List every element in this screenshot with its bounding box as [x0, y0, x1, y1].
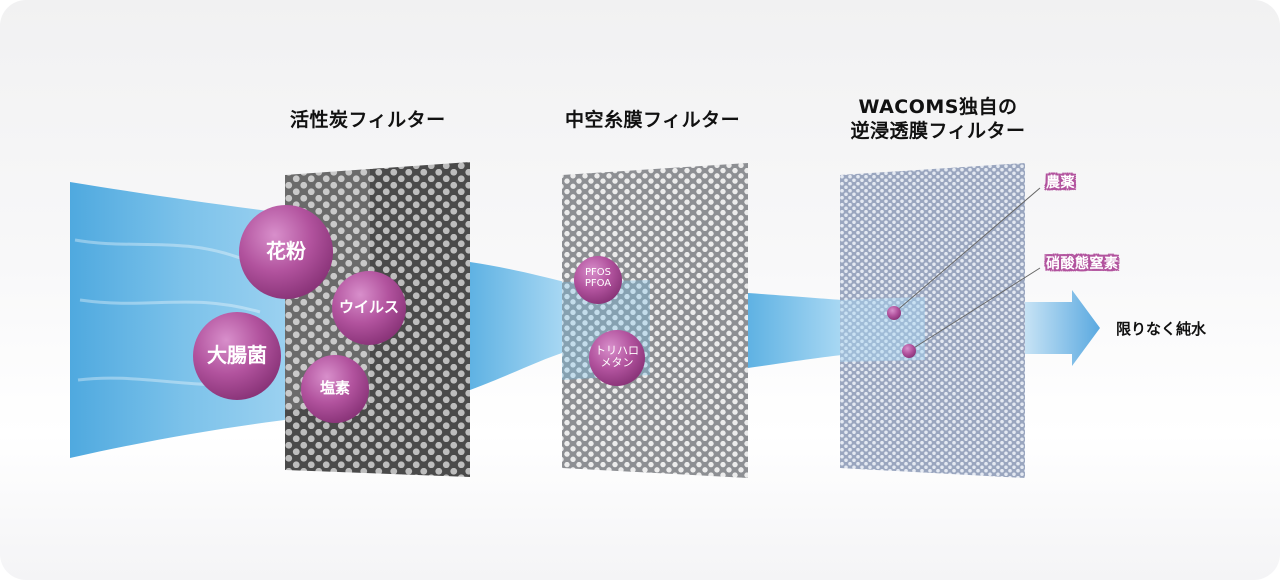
pollen-label: 花粉	[266, 239, 306, 263]
ro-filter-tint	[840, 297, 925, 362]
ro-filter-title: WACOMS独自の 逆浸透膜フィルター	[838, 95, 1038, 143]
trihalomethane-label: トリハロ メタン	[591, 344, 643, 370]
pfos-pfoa-label: PFOS PFOA	[576, 267, 620, 289]
pesticide-ball	[887, 306, 901, 320]
ro-filter-title-line1: WACOMS独自の	[858, 96, 1018, 118]
trihalo-ball	[589, 330, 645, 386]
hollow-filter-panel	[562, 163, 748, 478]
chlorine-ball	[301, 355, 369, 423]
nitrate-label: 硝酸態窒素	[1046, 256, 1119, 272]
pure-water-label: 限りなく純水	[1116, 320, 1207, 338]
nitrate-ball	[902, 344, 916, 358]
ro-filter-title-line2: 逆浸透膜フィルター	[850, 120, 1026, 142]
pollen-ball	[239, 205, 333, 299]
ecoli-label: 大腸菌	[207, 343, 267, 367]
pesticide-pointer-line	[893, 187, 1041, 314]
ro-filter-panel	[840, 163, 1025, 478]
trihalo-label-line2: メタン	[600, 356, 634, 370]
ecoli-ball	[193, 312, 281, 400]
pfos-label: PFOS	[584, 267, 611, 278]
hollow-filter-title: 中空糸膜フィルター	[565, 109, 741, 131]
pesticide-label: 農薬	[1046, 175, 1075, 191]
virus-label: ウイルス	[338, 298, 399, 316]
water-stream-2	[748, 293, 842, 368]
virus-ball	[332, 271, 406, 345]
output-arrow	[1025, 290, 1100, 366]
pfoa-label: PFOA	[584, 278, 612, 289]
water-stream-1	[470, 262, 565, 390]
carbon-filter-title: 活性炭フィルター	[290, 109, 446, 131]
chlorine-label: 塩素	[319, 379, 350, 397]
nitrate-pointer-line	[908, 267, 1041, 352]
trihalo-label-line1: トリハロ	[595, 344, 639, 357]
pfos-ball	[574, 256, 622, 304]
